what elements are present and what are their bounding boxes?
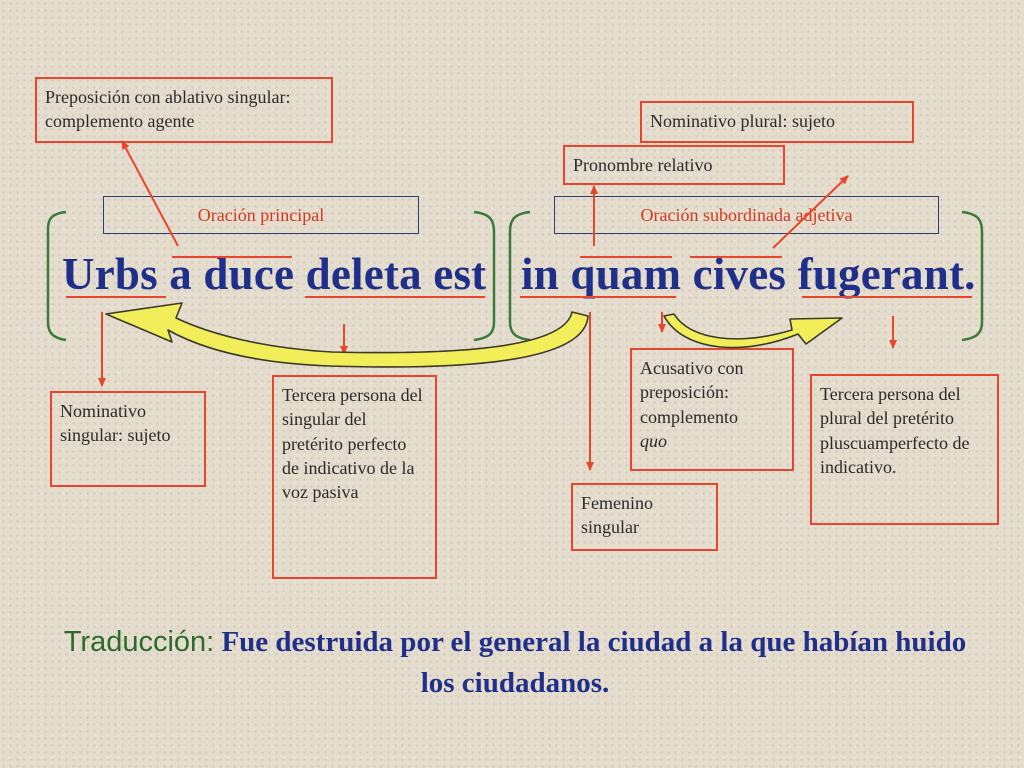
bracket-main-right bbox=[473, 210, 496, 342]
note-tercera-singular: Tercera persona del singular del pretéri… bbox=[272, 375, 437, 579]
bracket-sub-left bbox=[508, 210, 531, 342]
note-acusativo-text: Acusativo con preposición: complemento bbox=[640, 358, 744, 427]
label-oracion-principal: Oración principal bbox=[103, 196, 419, 234]
note-preposicion-text: Preposición con ablativo singular: compl… bbox=[45, 87, 291, 132]
arrow-to-preposicion bbox=[121, 140, 179, 247]
translation-text: Fue destruida por el general la ciudad a… bbox=[221, 626, 967, 700]
overline-a-duce bbox=[172, 256, 292, 258]
note-nominativo-plural: Nominativo plural: sujeto bbox=[640, 101, 914, 143]
overline-cives bbox=[690, 256, 782, 258]
note-acusativo: Acusativo con preposición: complemento q… bbox=[630, 348, 794, 471]
note-tercera-singular-text: Tercera persona del singular del pretéri… bbox=[282, 385, 423, 503]
note-preposicion: Preposición con ablativo singular: compl… bbox=[35, 77, 333, 143]
note-femenino-singular: Femenino singular bbox=[571, 483, 718, 551]
overline-quam bbox=[580, 256, 672, 258]
note-pronombre-relativo: Pronombre relativo bbox=[563, 145, 785, 185]
note-nominativo-singular: Nominativo singular: sujeto bbox=[50, 391, 206, 487]
translation: Traducción: Fue destruida por el general… bbox=[60, 622, 970, 704]
bracket-main-left bbox=[46, 210, 67, 342]
note-nominativo-singular-text: Nominativo singular: sujeto bbox=[60, 401, 171, 446]
note-acusativo-quo: quo bbox=[640, 430, 667, 451]
yellow-arrow-quam-to-fugerant bbox=[663, 313, 843, 349]
arrow-to-nominativo-plural bbox=[772, 175, 849, 249]
label-oracion-subordinada-text: Oración subordinada adjetiva bbox=[640, 204, 853, 225]
note-tercera-plural: Tercera persona del plural del pretérito… bbox=[810, 374, 999, 525]
underline-deleta-est bbox=[305, 296, 485, 298]
underline-fugerant bbox=[802, 296, 972, 298]
bracket-sub-right bbox=[961, 210, 984, 342]
note-tercera-plural-text: Tercera persona del plural del pretérito… bbox=[820, 384, 970, 477]
label-oracion-subordinada: Oración subordinada adjetiva bbox=[554, 196, 939, 234]
yellow-arrow-quam-to-urbs bbox=[105, 302, 589, 368]
note-femenino-singular-text: Femenino singular bbox=[581, 493, 653, 538]
underline-urbs bbox=[66, 296, 166, 298]
note-nominativo-plural-text: Nominativo plural: sujeto bbox=[650, 111, 835, 131]
translation-label: Traducción: bbox=[63, 626, 215, 658]
underline-in-quam bbox=[520, 296, 676, 298]
label-oracion-principal-text: Oración principal bbox=[197, 204, 325, 225]
note-pronombre-relativo-text: Pronombre relativo bbox=[573, 155, 713, 175]
